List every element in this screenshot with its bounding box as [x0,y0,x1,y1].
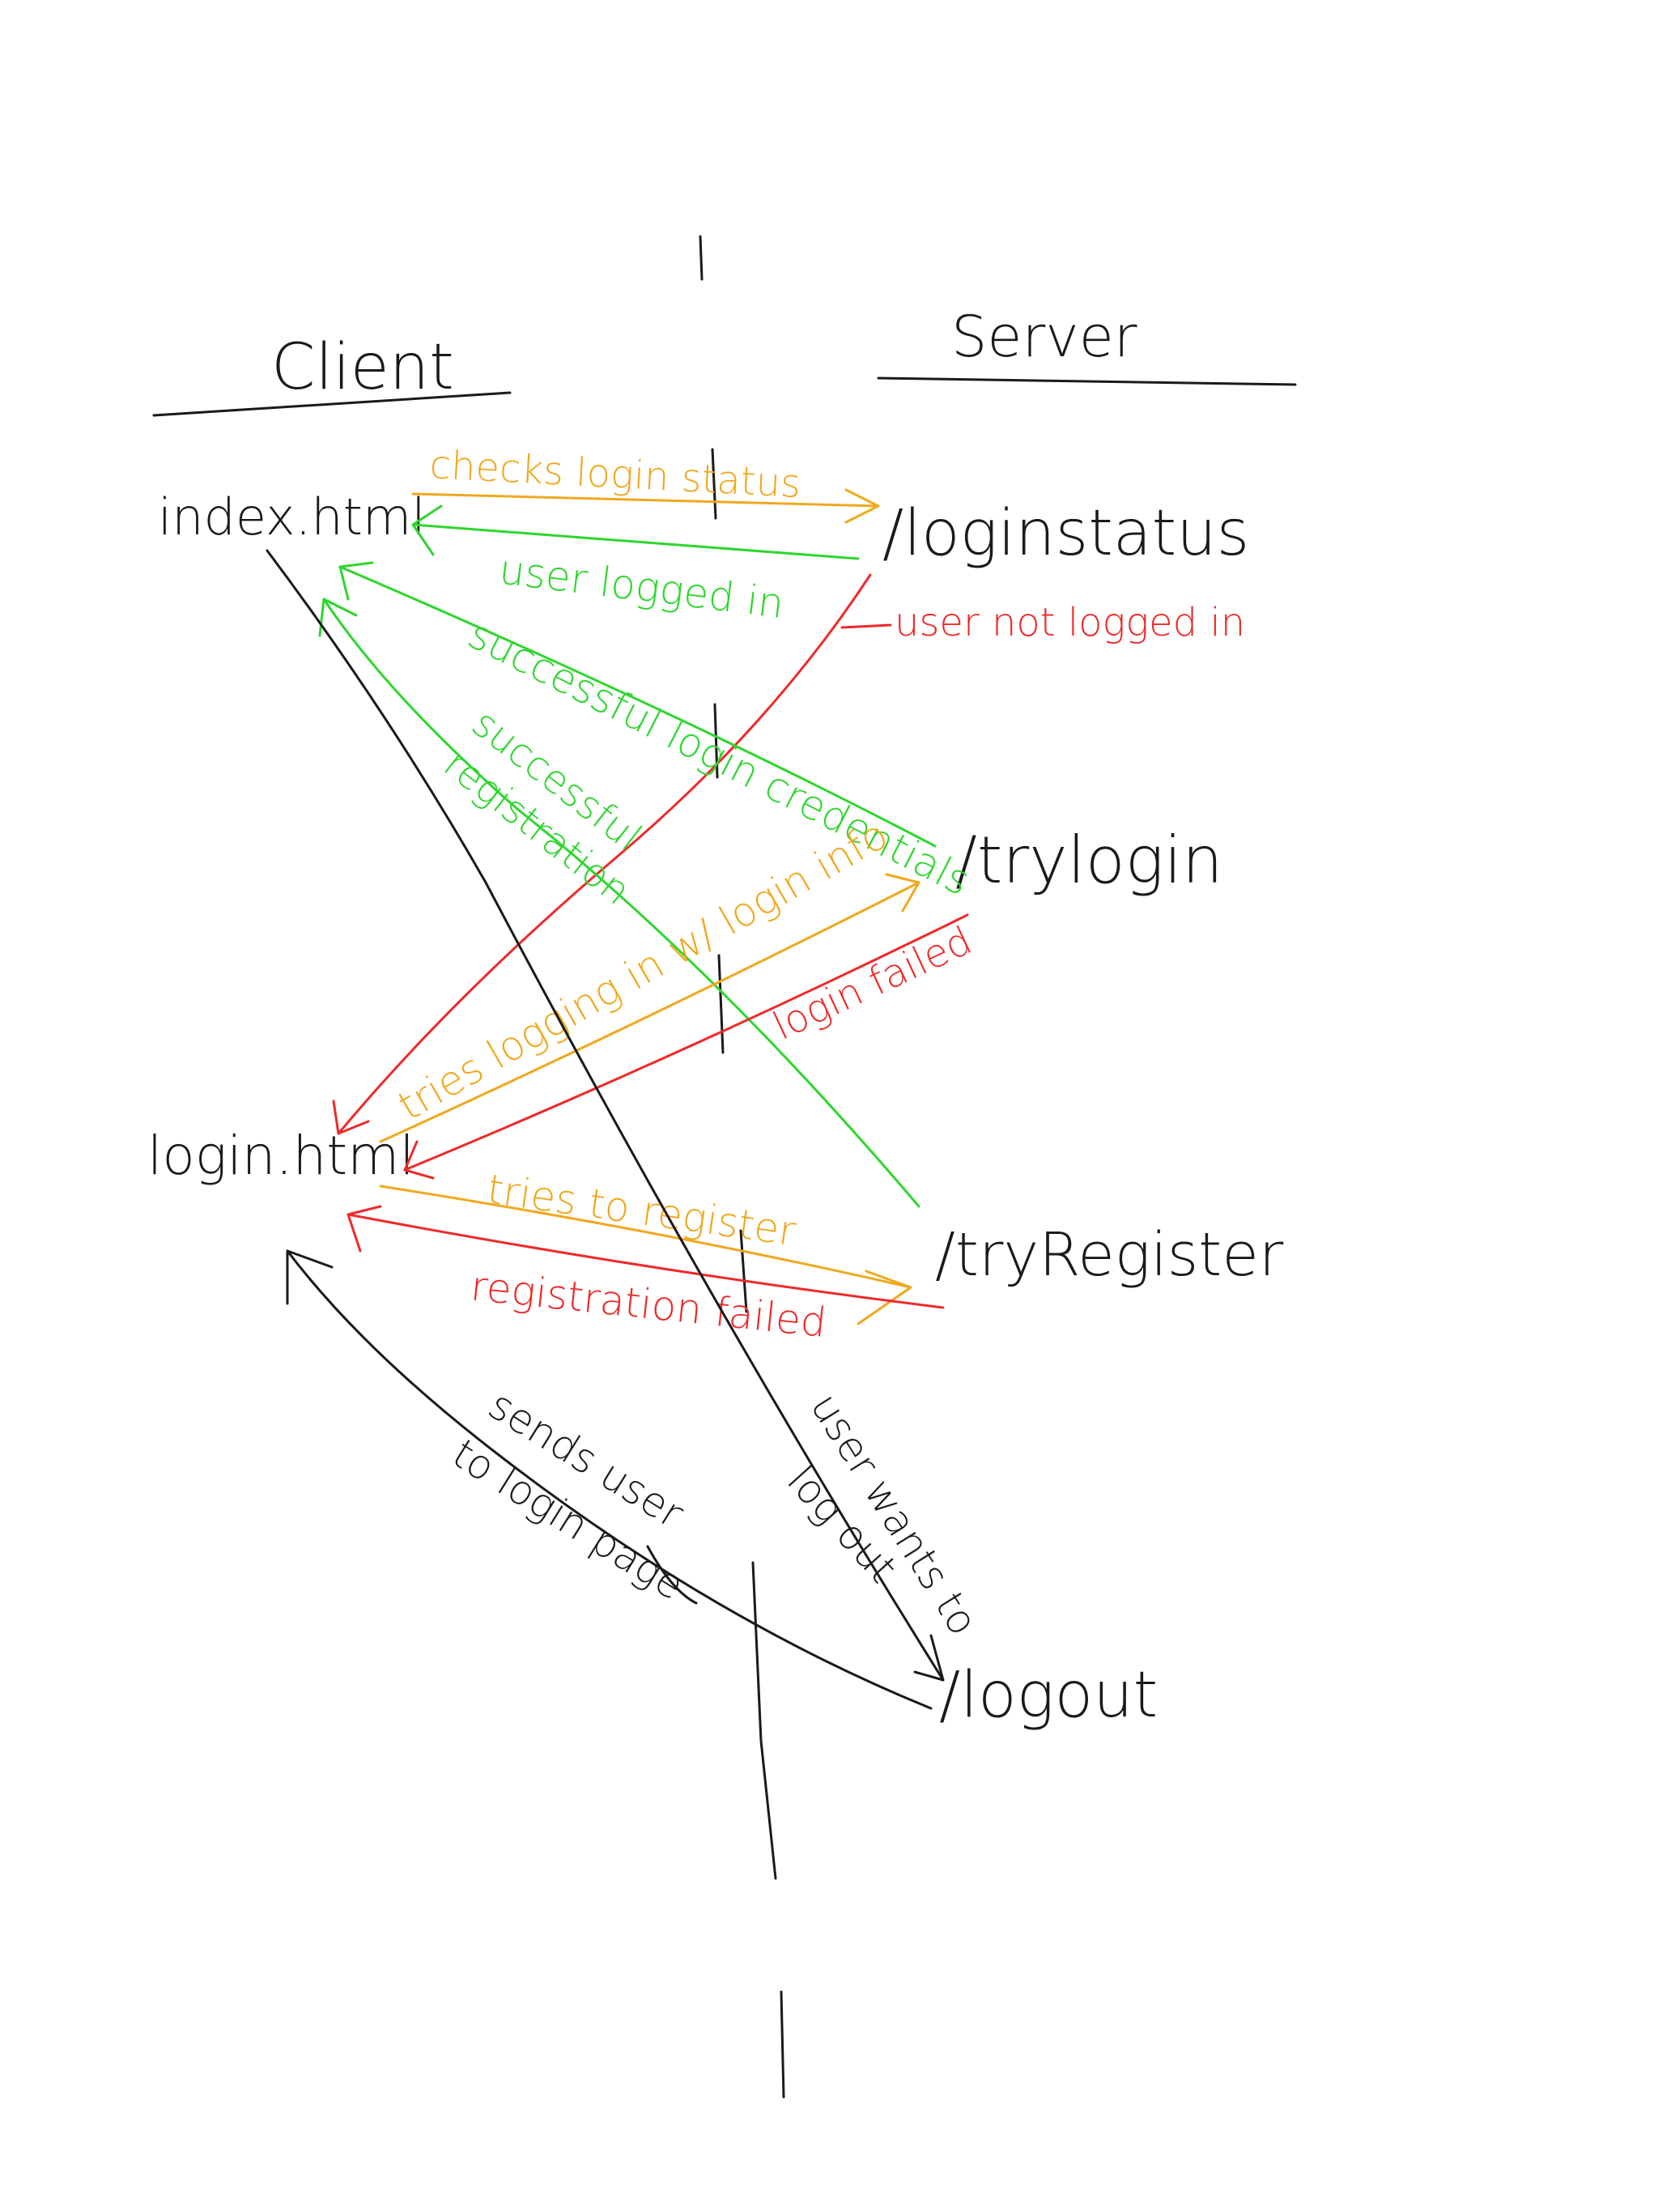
label-checks-login-status: checks login status [428,442,801,507]
arrow-successful-login-credentials-line [338,565,937,848]
arrow-user-not-logged-in-line [337,573,872,1135]
server-header-label: Server [951,304,1137,370]
arrow-tries-to-register-line [379,1185,912,1289]
arrow-sends-user-to-login-line [286,1249,933,1710]
label-user-logged-in: user logged in [497,546,787,627]
divider-mid-segment-1 [711,448,717,520]
arrow-user-not-logged-in-head [332,1100,370,1135]
arrow-sends-user-to-login-head [286,1249,334,1305]
node-index-html: index.html [158,487,426,547]
arrow-tries-to-register-head [857,1270,912,1325]
center-divider [699,235,785,2099]
arrow-user-wants-logout-head [913,1634,945,1682]
divider-bottom-segment [780,1990,785,2099]
arrow-checks-login-status-line [411,492,880,508]
label-user-not-logged-in: user not logged in [895,600,1245,645]
arrow-login-failed-head [403,1140,435,1180]
arrow-successful-registration-line [322,598,920,1208]
label-tries-to-register: tries to register [484,1165,799,1255]
arrow-user-logged-in: user logged in [411,504,860,627]
arrow-login-failed-line [403,913,969,1172]
arrow-registration-failed-head [346,1205,382,1253]
arrow-user-wants-logout-line [266,549,945,1682]
arrow-user-not-logged-in: user not logged in [332,573,1245,1135]
arrow-tries-logging-in-line [379,881,920,1143]
arrow-tries-logging-in-head [885,873,920,912]
divider-mid-segment-3 [717,954,725,1054]
divider-top-segment [699,235,704,281]
arrow-registration-failed-line [346,1213,945,1309]
arrow-checks-login-status: checks login status [411,442,880,524]
client-header-label: Client [271,331,454,404]
divider-mid-segment-5 [751,1561,777,1880]
label-login-failed: login failed [766,918,978,1049]
server-header: Server [877,304,1297,386]
client-header-underline [152,391,512,417]
divider-mid-segment-4 [739,1229,748,1313]
label-registration-failed: registration failed [469,1262,829,1346]
arrow-successful-login-credentials-head [338,561,374,601]
arrow-sends-user-to-login-tail [646,1545,698,1605]
label-tries-logging-in: tries logging in w/ login info [390,810,895,1129]
arrow-user-logged-in-head [411,504,443,556]
node-logout: /logout [939,1659,1158,1732]
node-login-html: login.html [147,1125,414,1187]
arrow-user-not-logged-in-leader [840,623,892,629]
node-tryregister: /tryRegister [935,1220,1284,1290]
node-loginstatus: /loginstatus [882,497,1249,570]
node-trylogin: /trylogin [955,823,1223,898]
server-header-underline [877,376,1297,386]
arrow-checks-login-status-head [844,488,880,524]
arrow-user-logged-in-line [411,523,860,560]
client-header: Client [152,331,512,417]
